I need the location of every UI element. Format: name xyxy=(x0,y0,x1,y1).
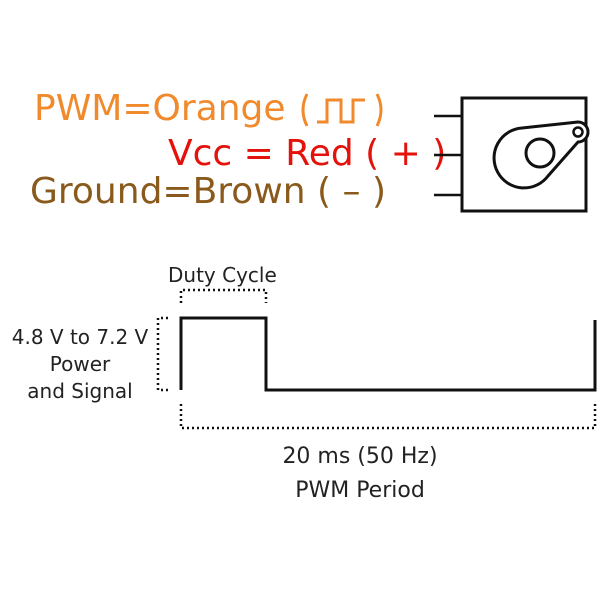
duty-cycle-bracket xyxy=(179,288,268,303)
period-name: PWM Period xyxy=(295,478,425,504)
vcc-sign: ( + ) xyxy=(365,133,447,174)
voltage-label: 4.8 V to 7.2 V Power and Signal xyxy=(5,324,155,405)
period-bracket xyxy=(179,404,597,430)
ground-sign: ( – ) xyxy=(317,171,387,212)
pwm-equals: = xyxy=(122,88,153,129)
vcc-name: Vcc xyxy=(168,133,233,174)
period-label: 20 ms (50 Hz) PWM Period xyxy=(260,440,460,508)
servo-motor-icon xyxy=(434,96,590,213)
voltage-bracket xyxy=(156,316,168,392)
legend-ground: Ground=Brown ( – ) xyxy=(30,174,386,210)
voltage-signal: and Signal xyxy=(27,379,133,403)
duty-cycle-label: Duty Cycle xyxy=(168,263,277,287)
voltage-power: Power xyxy=(49,352,111,376)
vcc-color-name: Red xyxy=(285,133,354,174)
legend-pwm: PWM=Orange xyxy=(34,90,391,130)
pwm-waveform xyxy=(179,316,597,392)
period-frequency: 20 ms (50 Hz) xyxy=(282,444,438,469)
legend-vcc: Vcc = Red ( + ) xyxy=(168,136,446,172)
vcc-equals: = xyxy=(243,133,274,174)
ground-name: Ground xyxy=(30,171,163,212)
ground-color-name: Brown xyxy=(192,171,306,212)
pwm-name: PWM xyxy=(34,88,123,129)
ground-equals: = xyxy=(162,171,193,212)
pwm-color-name: Orange xyxy=(152,88,286,129)
pwm-pulse-icon xyxy=(301,93,383,127)
voltage-range: 4.8 V to 7.2 V xyxy=(11,325,149,349)
